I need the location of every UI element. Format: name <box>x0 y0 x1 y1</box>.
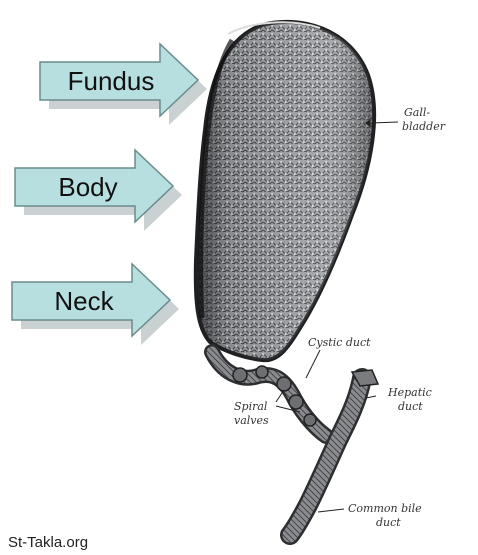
arrow-neck-shape <box>11 262 172 338</box>
anatomical-labels: Gall- bladder Cystic duct Spiral valves … <box>234 106 446 529</box>
watermark: St-Takla.org <box>8 534 88 551</box>
arrow-fundus-label: Fundus <box>68 66 155 96</box>
label-cystic-duct: Cystic duct <box>308 336 371 349</box>
arrow-fundus-shape <box>39 42 200 118</box>
label-gallbladder-line1: Gall- <box>404 106 430 119</box>
arrow-body-label: Body <box>58 172 117 202</box>
arrow-neck: Neck <box>11 262 179 345</box>
label-common-line2: duct <box>376 516 401 529</box>
label-hepatic-line1: Hepatic <box>387 386 432 399</box>
bile-ducts-drawing <box>280 368 380 545</box>
arrow-body-shape <box>14 148 175 224</box>
label-spiral-line1: Spiral <box>234 400 268 413</box>
label-common-line1: Common bile <box>348 502 422 515</box>
label-gallbladder-line2: bladder <box>402 120 446 133</box>
arrow-fundus: Fundus <box>39 42 207 125</box>
gallbladder-organ <box>193 19 377 363</box>
arrow-body: Body <box>14 148 182 231</box>
leader-lines <box>275 119 399 513</box>
arrow-neck-label: Neck <box>54 286 114 316</box>
cystic-duct-drawing <box>204 344 334 444</box>
label-hepatic-line2: duct <box>398 400 423 413</box>
label-spiral-line2: valves <box>234 414 269 427</box>
